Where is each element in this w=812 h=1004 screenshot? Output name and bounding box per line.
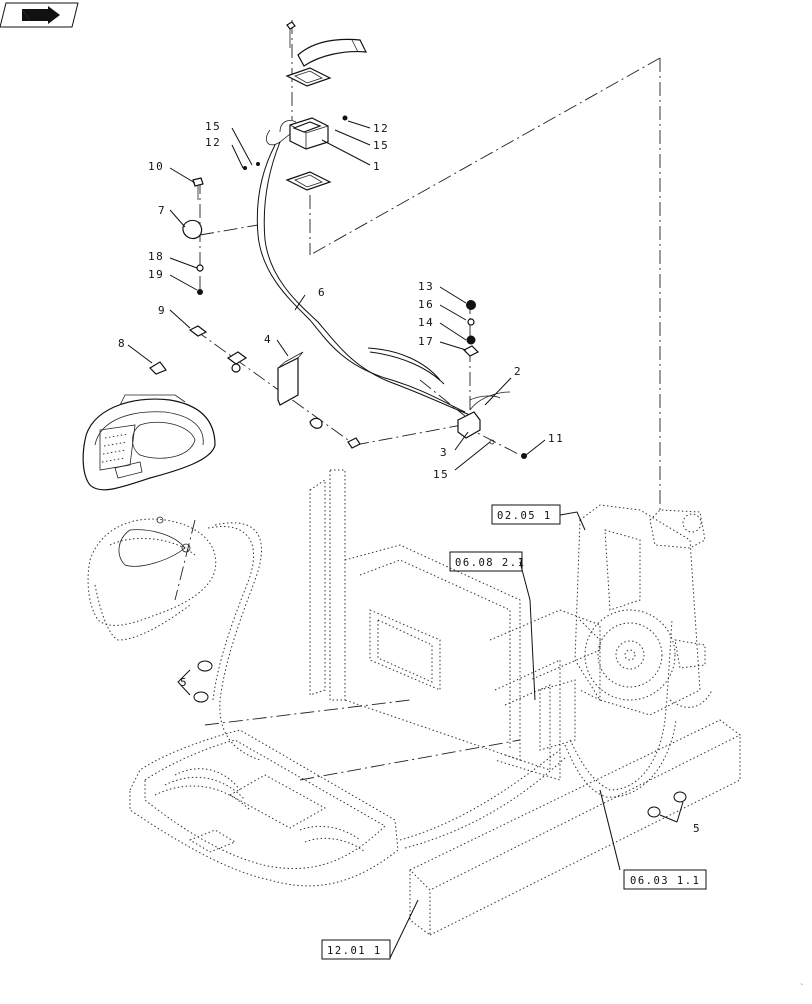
svg-text:`: ` <box>800 982 804 992</box>
cable-routes <box>207 522 713 849</box>
callout-10: 10 <box>148 160 164 173</box>
callout-15-bottom: 15 <box>433 468 449 481</box>
callout-15-right: 15 <box>373 139 389 152</box>
center-lines <box>174 20 661 781</box>
relay-assembly <box>243 21 368 191</box>
callout-17: 17 <box>418 335 434 348</box>
ref-box-06-08-2-1[interactable]: 06.08 2.1 <box>449 551 525 572</box>
callout-15-left: 15 <box>205 120 221 133</box>
console-housing <box>87 516 217 641</box>
callout-2: 2 <box>514 365 522 378</box>
callout-16: 16 <box>418 298 434 311</box>
callout-labels: 15 12 10 7 18 19 9 8 4 6 12 15 1 13 16 1… <box>118 120 701 835</box>
right-fasteners <box>457 300 527 459</box>
callout-12-right: 12 <box>373 122 389 135</box>
callout-18: 18 <box>148 250 164 263</box>
callout-5-left: 5 <box>180 676 188 689</box>
engine-block <box>539 504 706 751</box>
ref-12-01-1-label: 12.01 1 <box>327 945 382 957</box>
wire-harness <box>256 141 511 416</box>
floor-plate <box>129 729 399 887</box>
ref-02-05-1-label: 02.05 1 <box>497 510 552 522</box>
callout-8: 8 <box>118 337 126 350</box>
leader-lines <box>127 120 684 959</box>
ref-box-06-03-1-1[interactable]: 06.03 1.1 <box>623 869 707 890</box>
callout-12-left: 12 <box>205 136 221 149</box>
callout-19: 19 <box>148 268 164 281</box>
ref-06-08-2-1-label: 06.08 2.1 <box>455 557 525 569</box>
callout-4: 4 <box>264 333 272 346</box>
o-rings <box>193 660 687 818</box>
callout-5-right: 5 <box>693 822 701 835</box>
console-cover <box>82 394 216 491</box>
callout-11: 11 <box>548 432 564 445</box>
ref-box-12-01-1[interactable]: 12.01 1 <box>321 939 391 960</box>
callout-1: 1 <box>373 160 381 173</box>
callout-14: 14 <box>418 316 434 329</box>
chassis-frame <box>309 469 741 936</box>
callout-6: 6 <box>318 286 326 299</box>
callout-3: 3 <box>440 446 448 459</box>
left-fasteners <box>182 177 208 337</box>
arrow-back-icon[interactable] <box>0 2 79 28</box>
callout-7: 7 <box>158 204 166 217</box>
callout-13: 13 <box>418 280 434 293</box>
ref-06-03-1-1-label: 06.03 1.1 <box>630 875 700 887</box>
callout-9: 9 <box>158 304 166 317</box>
bracket-4 <box>149 351 361 449</box>
ref-box-02-05-1[interactable]: 02.05 1 <box>491 504 561 525</box>
